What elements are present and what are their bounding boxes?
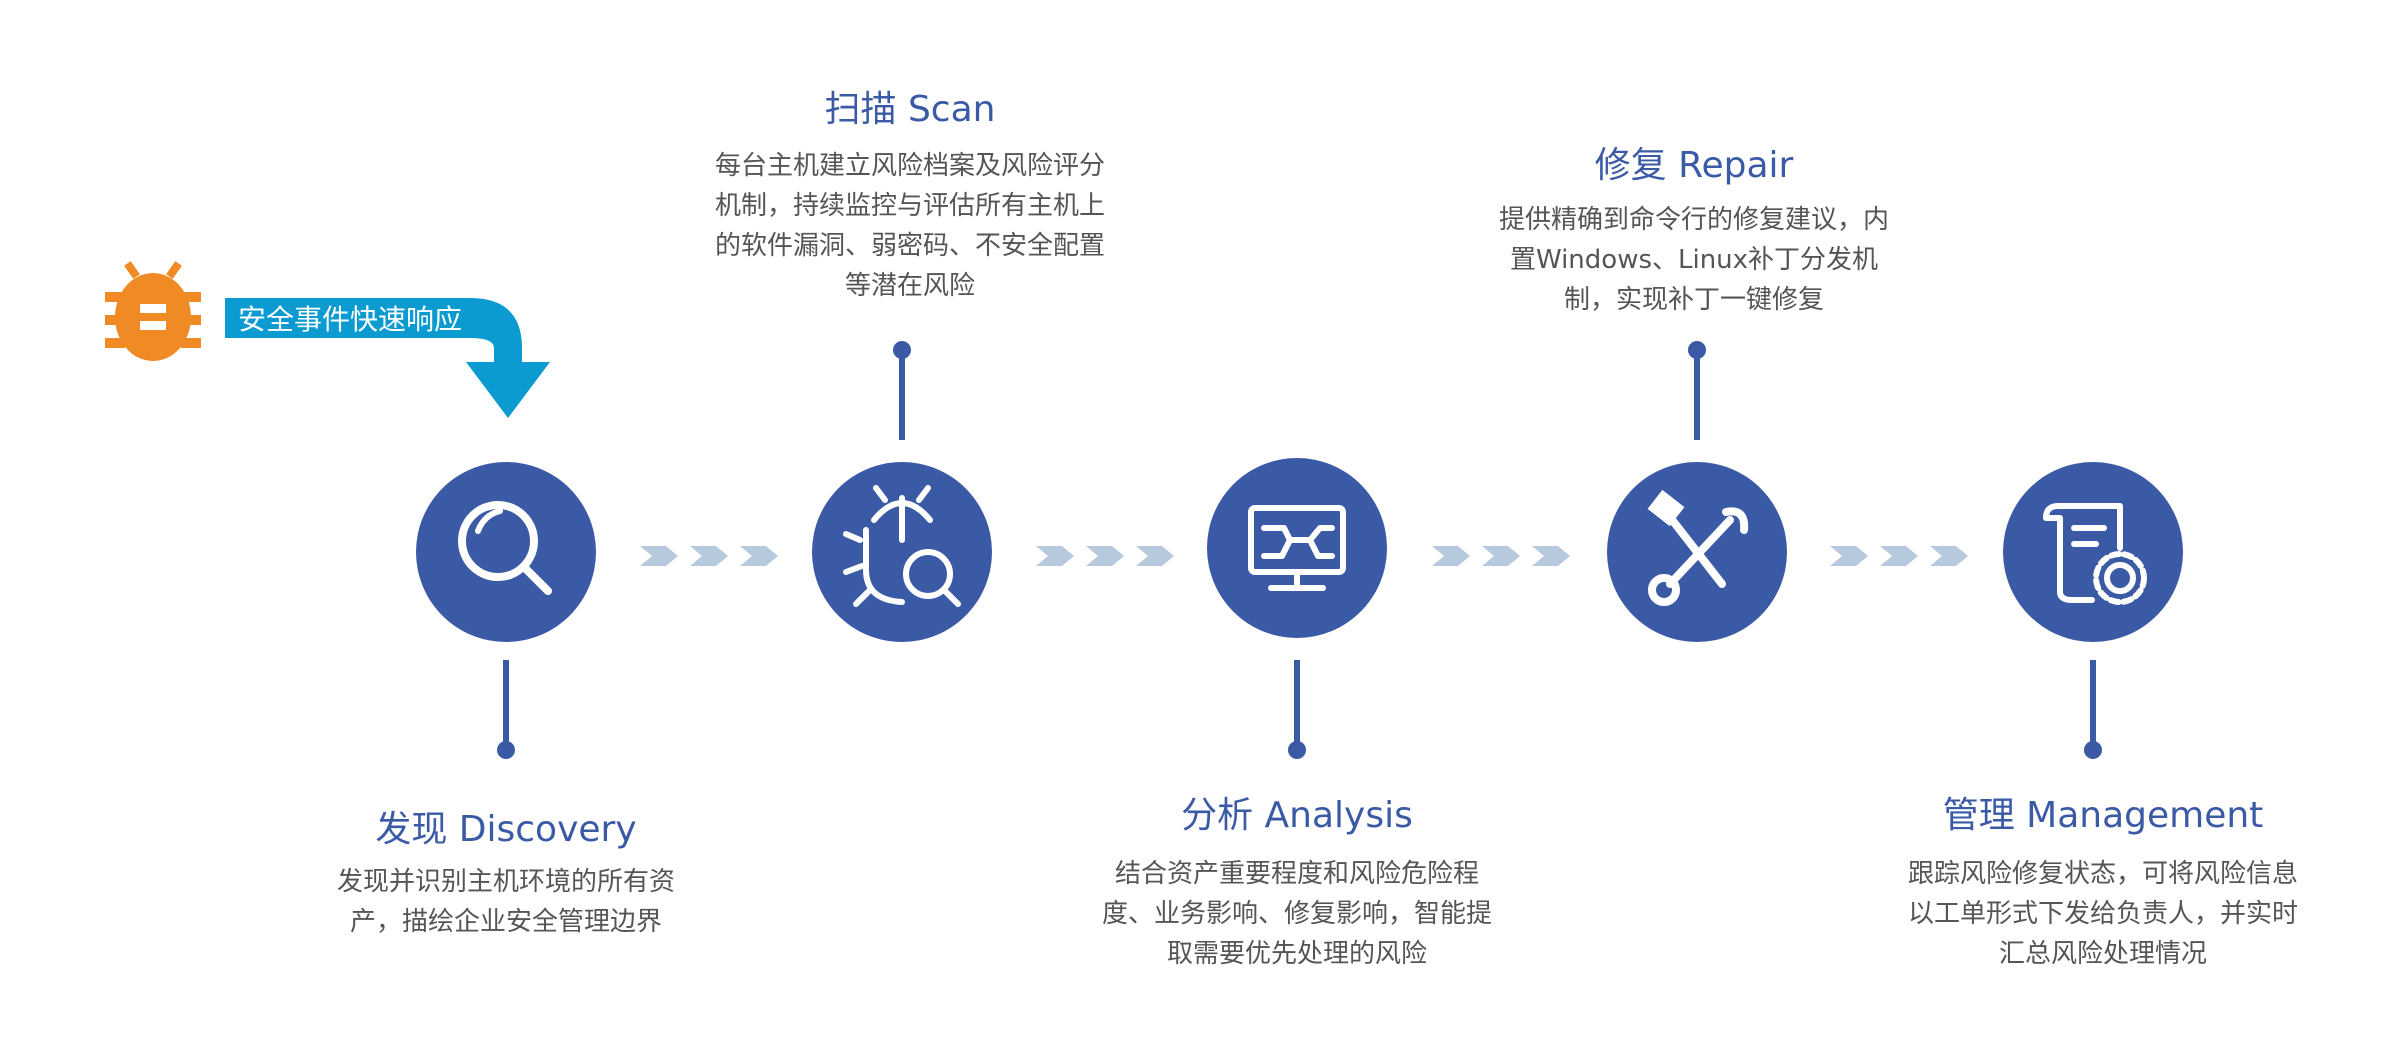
step-desc-management: 跟踪风险修复状态，可将风险信息以工单形式下发给负责人，并实时汇总风险处理情况 — [1907, 859, 2298, 969]
connectors — [497, 341, 2102, 759]
step-desc-scan: 每台主机建立风险档案及风险评分机制，持续监控与评估所有主机上的软件漏洞、弱密码、… — [714, 151, 1105, 301]
chevron-1-2 — [1136, 546, 1174, 566]
step-circle-management — [2003, 462, 2183, 642]
monitor-analysis-icon — [1248, 505, 1346, 591]
step-circle-analysis — [1207, 458, 1387, 638]
chevron-3-1 — [1880, 546, 1918, 566]
chevron-1-0 — [1036, 546, 1074, 566]
response-badge-label: 安全事件快速响应 — [238, 303, 463, 336]
magnifier-icon — [458, 501, 552, 595]
step-desc-analysis: 结合资产重要程度和风险危险程度、业务影响、修复影响，智能提取需要优先处理的风险 — [1101, 859, 1492, 969]
chevron-0-2 — [740, 546, 778, 566]
step-title-repair: 修复 Repair — [1594, 145, 1794, 186]
step-title-analysis: 分析 Analysis — [1181, 795, 1413, 836]
chevron-2-1 — [1482, 546, 1520, 566]
chevron-2-0 — [1432, 546, 1470, 566]
wrench-screwdriver-icon — [1647, 489, 1749, 606]
step-title-management: 管理 Management — [1942, 795, 2264, 836]
chevron-3-2 — [1930, 546, 1968, 566]
step-circle-scan — [812, 462, 992, 642]
chevron-3-0 — [1830, 546, 1868, 566]
flow-chevrons — [640, 546, 1968, 566]
response-badge — [225, 298, 550, 418]
chevron-1-1 — [1086, 546, 1124, 566]
chevron-0-0 — [640, 546, 678, 566]
chevron-2-2 — [1532, 546, 1570, 566]
bug-scan-icon — [843, 485, 961, 607]
step-title-discovery: 发现 Discovery — [375, 809, 637, 850]
step-title-scan: 扫描 Scan — [824, 89, 996, 130]
bug-icon — [105, 261, 201, 361]
document-gear-icon — [2043, 503, 2147, 605]
step-desc-repair: 提供精确到命令行的修复建议，内置Windows、Linux补丁分发机制，实现补丁… — [1498, 205, 1889, 315]
chevron-0-1 — [690, 546, 728, 566]
step-circle-discovery — [416, 462, 596, 642]
step-desc-discovery: 发现并识别主机环境的所有资产，描绘企业安全管理边界 — [336, 867, 675, 937]
